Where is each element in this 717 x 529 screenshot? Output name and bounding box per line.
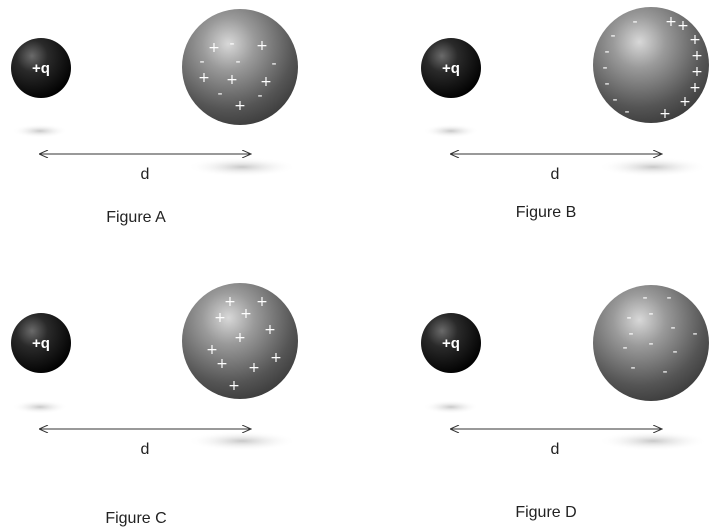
- negative-charge-sign: -: [622, 340, 627, 356]
- small-charge-shadow: [423, 400, 479, 414]
- negative-charge-sign: -: [648, 306, 653, 322]
- negative-charge-sign: -: [670, 320, 675, 336]
- distance-label: d: [141, 441, 150, 458]
- positive-charge-sign: +: [234, 330, 246, 346]
- point-charge: [421, 313, 481, 373]
- sphere-charges: ------------: [622, 290, 697, 380]
- figure-caption: Figure C: [105, 510, 166, 527]
- negative-charge-sign: -: [235, 54, 240, 70]
- positive-charge-sign: +: [679, 94, 691, 110]
- negative-charge-sign: -: [630, 360, 635, 376]
- figure-c: +q +++++++++++ d Figure C: [11, 283, 298, 527]
- positive-charge-sign: +: [224, 294, 236, 310]
- sphere-charges: +-+---+++--+: [198, 36, 276, 114]
- small-charge-shadow: [12, 400, 68, 414]
- negative-charge-sign: -: [648, 336, 653, 352]
- positive-charge-sign: +: [665, 14, 677, 30]
- negative-charge-sign: -: [662, 364, 667, 380]
- positive-charge-sign: +: [226, 72, 238, 88]
- sphere-charges: +++++++++++: [206, 294, 282, 394]
- small-charge-shadow: [423, 124, 479, 138]
- negative-charge-sign: -: [604, 76, 609, 92]
- negative-charge-sign: -: [672, 344, 677, 360]
- positive-charge-sign: +: [270, 350, 282, 366]
- negative-charge-sign: -: [217, 86, 222, 102]
- negative-charge-sign: -: [610, 28, 615, 44]
- sphere-charges: -++-+-+-+-+-+-+: [602, 14, 702, 122]
- figure-b: +q -++-+-+-+-+-+-+ d Figure B: [421, 7, 709, 221]
- negative-charge-sign: -: [626, 310, 631, 326]
- positive-charge-sign: +: [256, 38, 268, 54]
- negative-charge-sign: -: [692, 326, 697, 342]
- positive-charge-sign: +: [240, 306, 252, 322]
- positive-charge-sign: +: [214, 310, 226, 326]
- distance-label: d: [141, 166, 150, 183]
- figure-caption: Figure A: [106, 209, 166, 226]
- sphere-shadow: [187, 431, 297, 451]
- negative-charge-sign: -: [199, 54, 204, 70]
- positive-charge-sign: +: [659, 106, 671, 122]
- positive-charge-sign: +: [228, 378, 240, 394]
- sphere-shadow: [598, 157, 708, 177]
- figure-caption: Figure B: [516, 204, 576, 221]
- negative-charge-sign: -: [632, 14, 637, 30]
- negative-charge-sign: -: [229, 36, 234, 52]
- distance-label: d: [551, 441, 560, 458]
- charge-label: +q: [32, 335, 50, 352]
- negative-charge-sign: -: [624, 104, 629, 120]
- distance-label: d: [551, 166, 560, 183]
- positive-charge-sign: +: [216, 356, 228, 372]
- figure-a: +q +-+---+++--+ d Figure A: [11, 9, 298, 226]
- figure-d: +q ------------ d Figure D: [421, 285, 709, 521]
- negative-charge-sign: -: [628, 326, 633, 342]
- negative-charge-sign: -: [666, 290, 671, 306]
- negative-charge-sign: -: [271, 56, 276, 72]
- positive-charge-sign: +: [260, 74, 272, 90]
- sphere-shadow: [187, 157, 297, 177]
- charge-label: +q: [442, 60, 460, 77]
- positive-charge-sign: +: [689, 80, 701, 96]
- sphere-shadow: [598, 431, 708, 451]
- negative-charge-sign: -: [257, 88, 262, 104]
- point-charge: [11, 313, 71, 373]
- negative-charge-sign: -: [612, 92, 617, 108]
- positive-charge-sign: +: [691, 64, 703, 80]
- negative-charge-sign: -: [602, 60, 607, 76]
- small-charge-shadow: [12, 124, 68, 138]
- figure-caption: Figure D: [515, 504, 576, 521]
- positive-charge-sign: +: [208, 40, 220, 56]
- charge-label: +q: [442, 335, 460, 352]
- conducting-sphere: [593, 7, 709, 123]
- positive-charge-sign: +: [234, 98, 246, 114]
- positive-charge-sign: +: [256, 294, 268, 310]
- conducting-sphere: [182, 9, 298, 125]
- positive-charge-sign: +: [206, 342, 218, 358]
- positive-charge-sign: +: [677, 18, 689, 34]
- positive-charge-sign: +: [264, 322, 276, 338]
- point-charge: [11, 38, 71, 98]
- conducting-sphere: [182, 283, 298, 399]
- positive-charge-sign: +: [198, 70, 210, 86]
- positive-charge-sign: +: [691, 48, 703, 64]
- negative-charge-sign: -: [642, 290, 647, 306]
- positive-charge-sign: +: [689, 32, 701, 48]
- conducting-sphere: [593, 285, 709, 401]
- positive-charge-sign: +: [248, 360, 260, 376]
- charge-label: +q: [32, 60, 50, 77]
- point-charge: [421, 38, 481, 98]
- negative-charge-sign: -: [604, 44, 609, 60]
